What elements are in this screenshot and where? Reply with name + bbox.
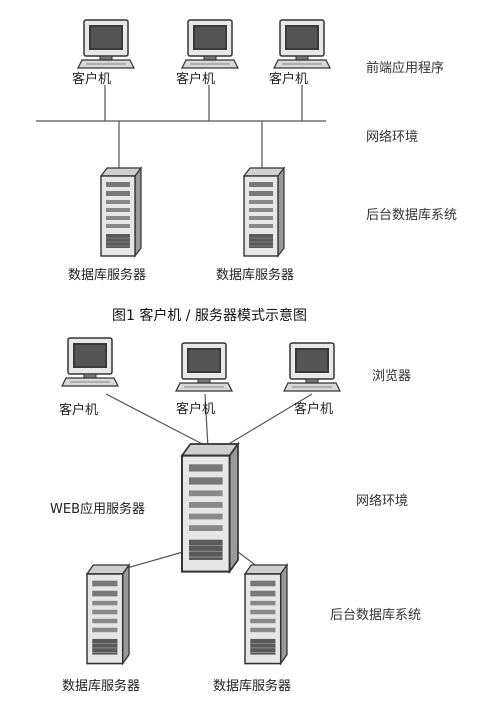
computer-icon: [175, 342, 233, 392]
fig2-layer-label: 后台数据库系统: [330, 607, 421, 623]
fig2-client-label: 客户机: [294, 401, 333, 417]
fig1-client-label: 客户机: [176, 71, 215, 87]
fig2-client-label: 客户机: [176, 401, 215, 417]
fig2-web-server-label: WEB应用服务器: [50, 501, 145, 517]
server-icon: [86, 564, 130, 665]
server-icon: [243, 167, 285, 257]
computer-icon: [181, 19, 239, 69]
fig1-caption: 图1 客户机 / 服务器模式示意图: [112, 307, 307, 324]
fig2-client-link: [204, 393, 209, 449]
fig2-client-label: 客户机: [59, 402, 98, 418]
fig1-client-label: 客户机: [72, 71, 111, 87]
computer-icon: [283, 342, 341, 392]
computer-icon: [273, 19, 331, 69]
computer-icon: [77, 19, 135, 69]
fig2-client-link: [105, 393, 211, 449]
fig1-layer-label: 后台数据库系统: [366, 207, 457, 223]
fig2-db-server-label: 数据库服务器: [213, 678, 291, 694]
fig1-client-label: 客户机: [269, 71, 308, 87]
figure1-client-server-diagram: 客户机 客户机 客户机 数据库服务器 数据库服务器 前端应用程序 网络环境 后台…: [36, 19, 457, 324]
fig1-layer-label: 网络环境: [366, 129, 418, 145]
fig2-server-link: [119, 549, 191, 571]
fig2-layer-label: 网络环境: [356, 493, 408, 509]
fig1-server-label: 数据库服务器: [68, 267, 146, 283]
fig2-client-link: [221, 393, 313, 449]
figure2-browser-server-diagram: 客户机 客户机 客户机 WEB应用服务器 数据库服务器 数据库服务器 浏览器 网…: [50, 337, 421, 694]
fig1-server-label: 数据库服务器: [216, 267, 294, 283]
fig2-layer-label: 浏览器: [372, 368, 411, 384]
fig1-layer-label: 前端应用程序: [366, 60, 444, 76]
computer-icon: [61, 337, 119, 387]
web-server-icon: [180, 442, 240, 573]
server-icon: [244, 564, 288, 665]
fig2-db-server-label: 数据库服务器: [62, 678, 140, 694]
server-icon: [100, 167, 142, 257]
